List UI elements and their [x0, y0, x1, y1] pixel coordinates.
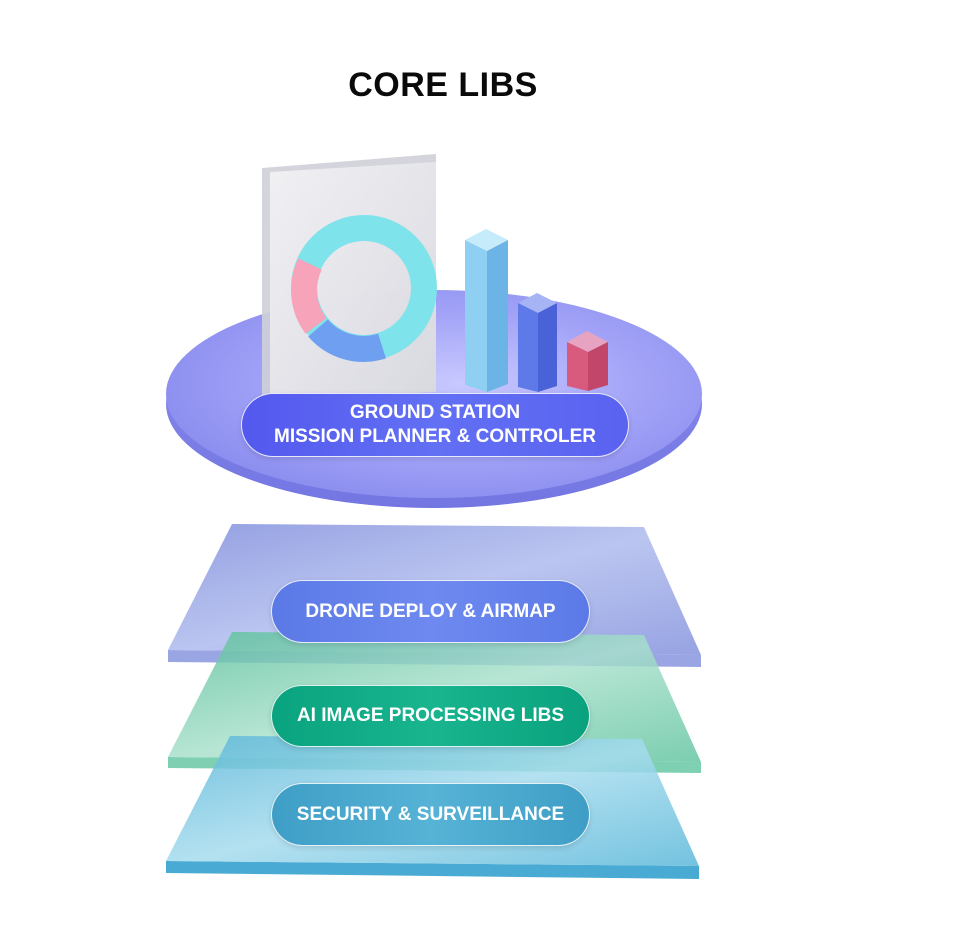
- ai-processing-label: AI IMAGE PROCESSING LIBS: [296, 705, 565, 726]
- page-title: CORE LIBS: [348, 66, 538, 104]
- ai-processing-pill: AI IMAGE PROCESSING LIBS: [271, 685, 590, 747]
- security-pill: SECURITY & SURVEILLANCE: [271, 783, 590, 846]
- drone-deploy-label: DRONE DEPLOY & AIRMAP: [305, 600, 556, 622]
- drone-deploy-pill: DRONE DEPLOY & AIRMAP: [271, 580, 590, 643]
- security-label: SECURITY & SURVEILLANCE: [296, 803, 565, 825]
- donut-chart-icon: [291, 215, 437, 362]
- ground-station-pill: GROUND STATION MISSION PLANNER & CONTROL…: [241, 393, 629, 457]
- bar-chart-icon: [465, 229, 608, 392]
- ground-station-label: GROUND STATION: [349, 402, 521, 423]
- mission-planner-label: MISSION PLANNER & CONTROLER: [274, 426, 596, 447]
